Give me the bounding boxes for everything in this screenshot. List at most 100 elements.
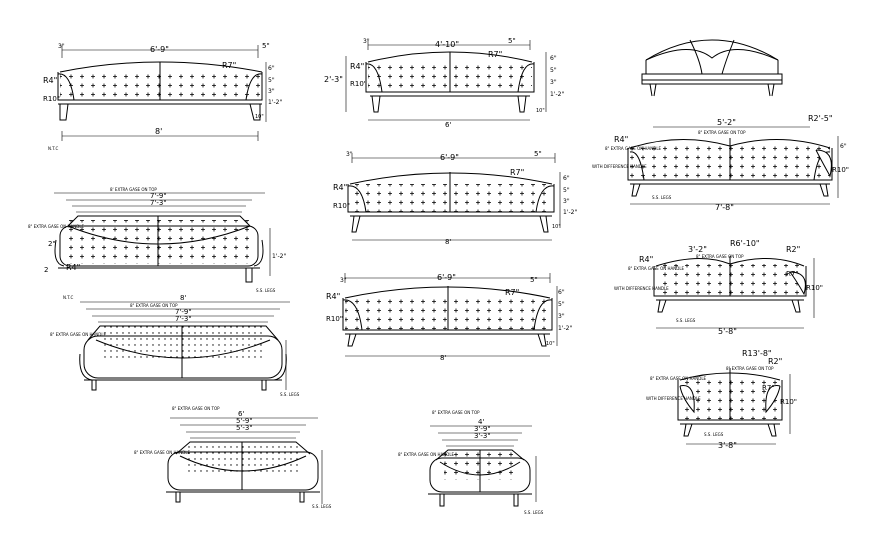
side-note: WITH DIFFERENCE HANDLE [646, 396, 701, 401]
r-left: R4" [326, 292, 340, 301]
dim-overall: 5'-8" [718, 327, 737, 336]
r-right: R7" [786, 270, 799, 278]
side-dim-2: 3" [550, 79, 557, 86]
dim-left: 3" [340, 277, 347, 284]
dim-0: 8' [180, 294, 186, 302]
side-dim-4: 10" [552, 224, 561, 230]
dim-2: 3'-9" [474, 425, 491, 433]
svg-text:2: 2 [44, 266, 48, 274]
r-top: R13'-8" [742, 349, 772, 358]
r-top2: R2" [786, 245, 800, 254]
dim-overall: 8' [155, 127, 162, 136]
r-right: R10" [832, 166, 849, 174]
leg-note: S.S. LEGS [312, 504, 332, 509]
dim-side: 5" [508, 37, 516, 45]
r-left: R4" [350, 62, 364, 71]
r-top: R2'-5" [808, 114, 833, 123]
dim-width: 3'-2" [688, 245, 707, 254]
left-note: 8" EXTRA GASE ON HANDLE [650, 376, 707, 381]
sofa-elevation-a: 6'-9" 3" 5" 8' R4" R7" R10" 6" 5" 3" 1'-… [43, 42, 282, 151]
height-dim: 2'-3" [324, 75, 343, 84]
dim-1: 8" EXTRA GASE ON TOP [432, 410, 480, 415]
leg-note: S.S. LEGS [280, 392, 300, 397]
dim-overall: 8' [440, 354, 446, 362]
r-low: R10" [806, 284, 823, 292]
side-dim-3: 1'-2" [550, 91, 564, 98]
left-note: 8" EXTRA GASE ON HANDLE [50, 332, 107, 337]
side-dim-4: 10" [536, 108, 545, 114]
side-dim-0: 6" [550, 55, 557, 62]
sofa-elevation-k: R13'-8" R2" 8" EXTRA GASE ON TOP 3'-8" 8… [646, 349, 797, 450]
r-low: R10" [350, 80, 367, 88]
dim-3: 7'-3" [175, 315, 192, 323]
left-note: 8" EXTRA GASE ON HANDLE [134, 450, 191, 455]
side-dim-1: 5" [268, 77, 275, 84]
left-note: 8" EXTRA GASE ON HANDLE [628, 266, 685, 271]
dim-side: 5" [530, 276, 538, 284]
sofa-elevation-i: 5'-2" R2'-5" 8" EXTRA GASE ON TOP 7'-8" … [592, 114, 849, 212]
r-top: R6'-10" [730, 239, 760, 248]
dim-0: 8' EXTRA GASE ON TOP [110, 187, 157, 192]
r-left: R4" [333, 183, 347, 192]
dim-left: 3" [346, 151, 353, 158]
dim-overall: 6' [445, 121, 451, 129]
side-dim-3: 1'-2" [563, 209, 577, 216]
sofa-elevation-g: 8" EXTRA GASE ON TOP 6' 5'-9" 5'-3" 8" E… [134, 406, 332, 509]
left-note: 8" EXTRA GASE ON HANDLE [28, 224, 85, 229]
dim-0: 4' [478, 418, 484, 426]
dim-width: 6'-9" [440, 153, 459, 162]
r-top2: R2" [768, 357, 782, 366]
dim-3: 5'-3" [236, 424, 253, 432]
dim-2: 5'-9" [236, 417, 253, 425]
side-dim-2: 3" [558, 313, 565, 320]
dim-2: 7'-9" [175, 308, 192, 316]
leg-note: S.S. LEGS [256, 288, 276, 293]
r-left: R4" [639, 255, 653, 264]
top-note: 8" EXTRA GASE ON TOP [696, 254, 744, 259]
sofa-outline-sketch [641, 39, 783, 97]
sofa-elevation-c: 6'-9" 3" 5" 8' R4" R7" R10" 6" 5" 3" 1'-… [333, 150, 577, 246]
leg-note: S.S. LEGS [652, 195, 672, 200]
r-right: R7" [222, 61, 236, 70]
h: 6" [840, 143, 847, 150]
side-dim-1: 5" [563, 187, 570, 194]
dim-width: 6'-9" [437, 273, 456, 282]
side-dim-2: 3" [268, 88, 275, 95]
side-note: WITH DIFFERENCE HANDLE [592, 164, 647, 169]
side-dim-1: 5" [558, 301, 565, 308]
dim-1: 8" EXTRA GASE ON TOP [172, 406, 220, 411]
leg-note: S.S. LEGS [704, 432, 724, 437]
side-dim-3: 1'-2" [268, 99, 282, 106]
dim-overall: 3'-8" [718, 441, 737, 450]
r-low: R10" [326, 315, 343, 323]
h-dim: 1'-2" [272, 253, 286, 260]
note: N.T.C [63, 295, 74, 300]
sofa-elevation-e: 8' EXTRA GASE ON TOP 7'-9" 7'-3" R4" 8" … [28, 187, 286, 293]
dim-3: 3'-3" [474, 432, 491, 440]
sofa-elevation-h: 8" EXTRA GASE ON TOP 4' 3'-9" 3'-3" 8" E… [398, 410, 544, 515]
dim-left: 3" [58, 43, 65, 50]
dim-side: 5" [534, 150, 542, 158]
r-right: R7" [762, 384, 775, 392]
dim-1: 8" EXTRA GASE ON TOP [130, 303, 178, 308]
side-dim-1: 5" [550, 67, 557, 74]
note: N.T.C [48, 146, 59, 151]
dim-side: 5" [262, 42, 270, 50]
side-note: WITH DIFFERENCE HANDLE [614, 286, 669, 291]
leg-note: S.S. LEGS [676, 318, 696, 323]
dim-1: 7'-9" [150, 192, 167, 200]
r-low: R10" [43, 95, 60, 103]
dim-2: 7'-3" [150, 199, 167, 207]
left-note: 8" EXTRA GASE ON HANDLE [398, 452, 455, 457]
dim-0: 6' [238, 410, 244, 418]
sofa-elevation-d: 6'-9" 3" 5" 8' R4" R7" R10" 6" 5" 3" 1'-… [326, 273, 572, 362]
r-left: R4" [66, 263, 80, 272]
dim-width: 5'-2" [717, 118, 736, 127]
side-dim-3: 1'-2" [558, 325, 572, 332]
r-low: R10" [780, 398, 797, 406]
side-dim-0: 6" [563, 175, 570, 182]
side-dim-4: 10" [546, 341, 555, 347]
left-note: 8" EXTRA GASE ON HANDLE [605, 146, 662, 151]
